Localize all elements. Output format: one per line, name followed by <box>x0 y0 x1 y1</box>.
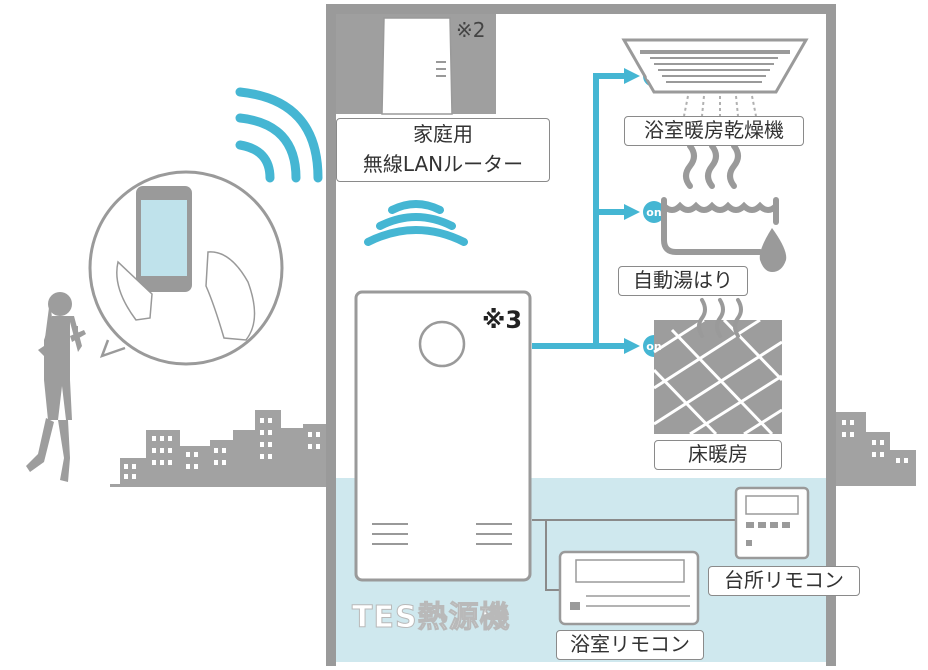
wifi-signal-icon-router <box>364 200 468 246</box>
bath-remote-label: 浴室リモコン <box>556 630 704 660</box>
bath-dryer-icon <box>621 38 809 117</box>
building-windows <box>124 418 320 479</box>
bath-remote-icon <box>558 550 700 626</box>
hot-water-pipes <box>532 73 628 349</box>
city-skyline-icon-right <box>836 412 916 486</box>
kitchen-remote-icon <box>734 486 810 560</box>
floor-heating-icon <box>652 298 784 436</box>
bath-dryer-label: 浴室暖房乾燥機 <box>624 116 804 146</box>
water-drop-icon <box>759 228 787 272</box>
heat-source-note: ※3 <box>482 306 523 334</box>
smartphone-icon <box>88 170 284 366</box>
bathtub-icon <box>661 143 779 255</box>
remote-wiring <box>532 519 736 591</box>
on-badge-dryer: on <box>646 70 661 83</box>
router-label: 家庭用 無線LANルーター <box>336 118 550 182</box>
house-walls <box>326 4 836 666</box>
heat-source-label: TES熱源機 <box>352 600 511 636</box>
router-note: ※2 <box>456 18 486 42</box>
router-icon <box>381 17 453 115</box>
floor-heating-label: 床暖房 <box>654 440 782 470</box>
person-silhouette-icon <box>26 292 86 482</box>
auto-fill-label: 自動湯はり <box>618 266 748 296</box>
wifi-signal-icon <box>235 87 323 183</box>
water-heater-icon <box>354 290 532 582</box>
on-badge-bath: on <box>646 206 661 219</box>
on-badge-floor: on <box>646 340 661 353</box>
city-skyline-icon <box>110 410 330 487</box>
kitchen-remote-label: 台所リモコン <box>708 566 860 596</box>
